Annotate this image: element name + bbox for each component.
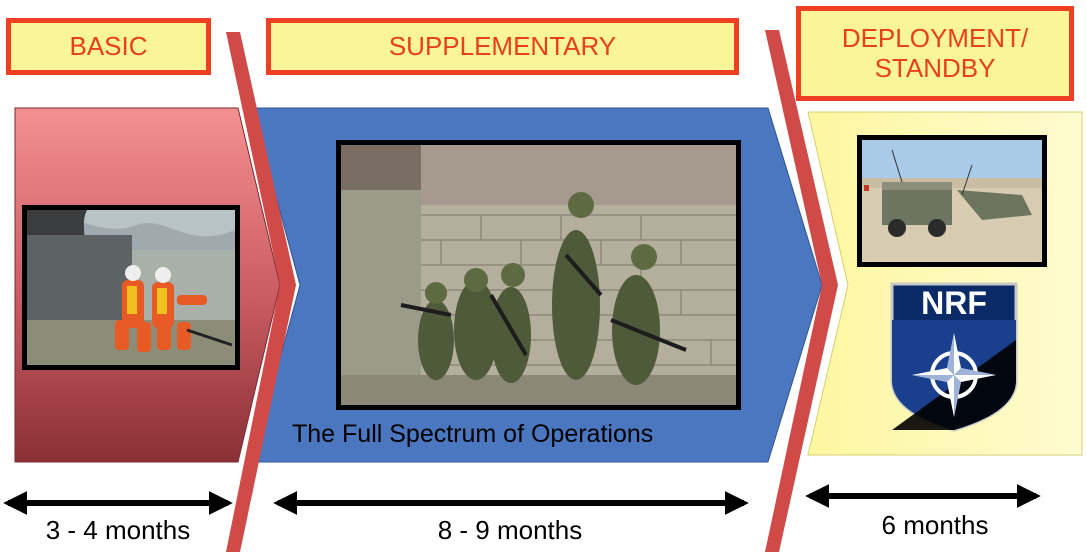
- nrf-emblem-text: NRF: [921, 285, 987, 321]
- phase-divider-2: [765, 30, 838, 552]
- supplementary-phase-label: SUPPLEMENTARY: [266, 18, 739, 75]
- supplementary-duration-label: 8 - 9 months: [437, 515, 583, 545]
- basic-phase-label: BASIC: [6, 18, 211, 75]
- firefighting-training-photo: [22, 205, 240, 370]
- nrf-emblem: NRF: [890, 282, 1018, 432]
- nato-compass-star-icon: [912, 333, 996, 417]
- armored-vehicle-desert-photo: [857, 135, 1047, 267]
- supplementary-phase-caption: The Full Spectrum of Operations: [292, 420, 654, 448]
- deployment-phase-label: DEPLOYMENT/ STANDBY: [796, 6, 1074, 101]
- phase-divider-1: [226, 32, 296, 552]
- deployment-duration-label: 6 months: [881, 510, 989, 540]
- basic-duration-label: 3 - 4 months: [45, 515, 191, 545]
- soldiers-urban-operations-photo: [336, 140, 741, 410]
